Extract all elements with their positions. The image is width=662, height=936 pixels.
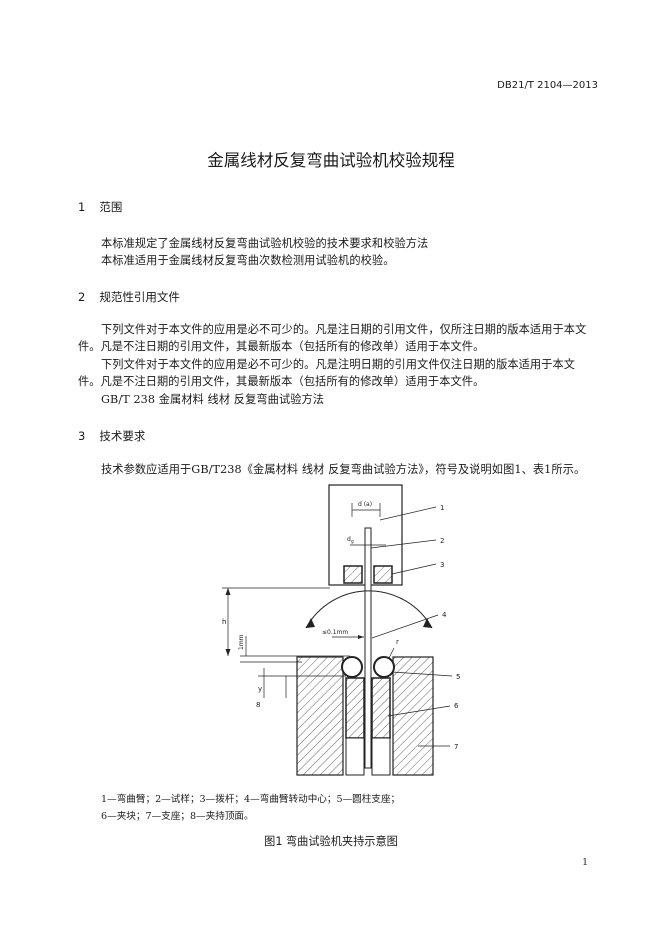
driver-pin-left <box>343 565 363 584</box>
label-r: r <box>396 638 399 646</box>
figure-legend-line-1: 1—弯曲臂；2—试样；3—拨杆；4—弯曲臂转动中心；5—圆柱支座； <box>101 794 401 805</box>
label-y: y <box>258 685 262 693</box>
callout-1: 1 <box>440 504 444 512</box>
arrow <box>225 588 231 595</box>
specimen <box>364 527 372 769</box>
label-le01: ≤0.1mm <box>322 629 348 636</box>
callout-4: 4 <box>442 611 447 619</box>
arrow <box>225 649 231 656</box>
rotation-arc <box>305 590 433 629</box>
cylinder-support-left <box>341 656 363 678</box>
section-2-line-2: 件。凡是不注日期的引用文件，其最新版本（包括所有的修改单）适用于本文件。 <box>78 340 485 353</box>
clamp-block-right <box>371 677 391 739</box>
section-1-heading: 1 范围 <box>78 199 122 215</box>
section-2-line-3: 下列文件对于本文件的应用是必不可少的。凡是注明日期的引用文件仅注日期的版本适用于… <box>101 358 576 371</box>
callout-6: 6 <box>454 702 459 710</box>
label-db: dg <box>347 536 354 545</box>
support-right <box>392 656 434 776</box>
label-db-sub: g <box>351 540 354 545</box>
page-title: 金属线材反复弯曲试验机校验规程 <box>207 151 455 170</box>
section-2-line-5: GB/T 238 金属材料 线材 反复弯曲试验方法 <box>101 393 325 406</box>
document-code: DB21/T 2104—2013 <box>497 80 598 91</box>
arc-arrow-right <box>423 618 432 628</box>
label-h: h <box>222 618 226 626</box>
label-db-main: d <box>347 536 351 543</box>
section-2-heading: 2 规范性引用文件 <box>78 289 180 305</box>
clamp-block-left <box>345 677 365 739</box>
arrow <box>358 635 364 639</box>
clamp-lower-left <box>345 737 365 776</box>
driver-pin-right <box>373 565 393 584</box>
leader-4 <box>371 614 439 639</box>
leader-5 <box>391 671 453 677</box>
section-number: 2 <box>78 290 86 304</box>
arc-arrow-left <box>306 618 315 628</box>
section-2-line-1: 下列文件对于本文件的应用是必不可少的。凡是注日期的引用文件，仅所注日期的版本适用… <box>101 323 587 336</box>
leader-6 <box>387 705 451 717</box>
figure-title: 图1 弯曲试验机夹持示意图 <box>264 835 398 848</box>
section-number: 1 <box>78 200 86 214</box>
callout-2: 2 <box>440 537 444 545</box>
callout-5: 5 <box>456 673 460 681</box>
section-title: 规范性引用文件 <box>99 290 180 304</box>
callout-7: 7 <box>454 743 458 751</box>
page-number: 1 <box>582 858 588 868</box>
section-1-line-1: 本标准规定了金属线材反复弯曲试验机校验的技术要求和校验方法 <box>101 237 429 250</box>
section-1-line-2: 本标准适用于金属线材反复弯曲次数检测用试验机的校验。 <box>101 254 395 267</box>
callout-3: 3 <box>440 561 444 569</box>
section-3-heading: 3 技术要求 <box>78 428 145 444</box>
section-3-line-1: 技术参数应适用于GB/T238《金属材料 线材 反复弯曲试验方法》，符号及说明如… <box>101 463 586 476</box>
leader-1 <box>379 506 437 521</box>
cylinder-support-right <box>373 656 395 678</box>
section-number: 3 <box>78 429 86 443</box>
leader-2 <box>370 539 437 549</box>
section-2-line-4: 件。凡是不注日期的引用文件，其最新版本（包括所有的修改单）适用于本文件。 <box>78 375 485 388</box>
leader-3 <box>391 563 437 575</box>
label-1mm: 1mm <box>238 634 245 650</box>
label-8: 8 <box>256 701 260 709</box>
section-title: 范围 <box>99 200 123 214</box>
support-left <box>296 656 344 776</box>
section-title: 技术要求 <box>99 429 146 443</box>
clamp-lower-right <box>371 737 391 776</box>
figure-legend-line-2: 6—夹块；7—支座；8—夹持顶面。 <box>101 811 254 822</box>
label-d: d (a) <box>358 501 372 508</box>
